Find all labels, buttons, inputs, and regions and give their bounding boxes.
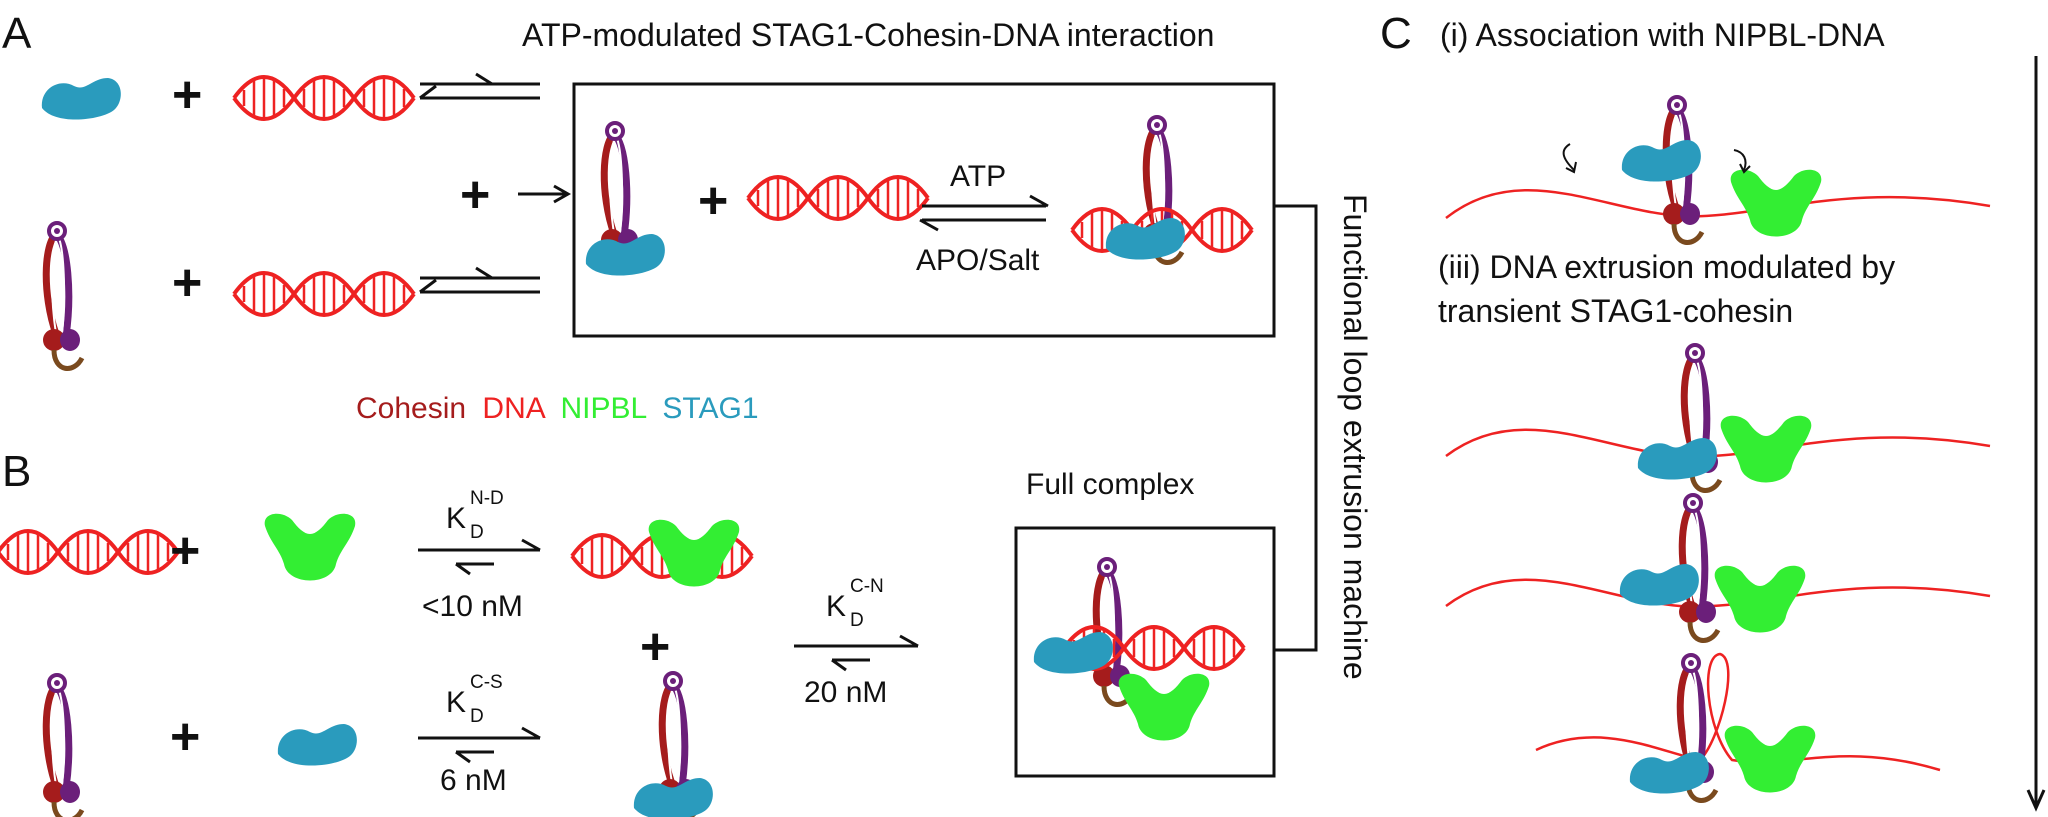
kd-nd-value: <10 nM (422, 590, 523, 623)
plus-sign: + (172, 254, 202, 312)
nipbl-protein (1714, 565, 1806, 633)
plus-sign: + (172, 66, 202, 124)
svg-text:K: K (446, 502, 466, 535)
full-complex-label: Full complex (1026, 468, 1194, 501)
kd-cn-value: 20 nM (804, 676, 887, 709)
step1-label: (i) Association with NIPBL-DNA (1440, 17, 1885, 53)
svg-text:K: K (446, 686, 466, 719)
svg-text:N-D: N-D (470, 488, 504, 509)
curved-arrow (1562, 143, 1751, 174)
legend-stag1: STAG1 (662, 392, 758, 425)
stag1-protein (41, 78, 121, 120)
nipbl-protein (1730, 169, 1822, 237)
equilibrium-arrow (418, 538, 541, 576)
dna-strand (1445, 189, 1991, 219)
legend-nipbl: NIPBL (560, 392, 646, 425)
stag1-protein (1637, 438, 1717, 480)
svg-text:D: D (470, 522, 484, 543)
cohesin-ring (43, 675, 82, 817)
connector-line (1274, 204, 1318, 652)
panel-a-letter: A (2, 9, 32, 58)
panel-c-letter: C (1380, 9, 1412, 58)
dna-helix (232, 75, 416, 121)
dna-strand (1445, 428, 1991, 458)
timeline-arrow (2026, 56, 2046, 812)
svg-text:C-S: C-S (470, 672, 503, 693)
panel-b-letter: B (2, 447, 31, 496)
apo-salt-label: APO/Salt (916, 244, 1040, 277)
dna-strand (1445, 578, 1991, 608)
stag1-protein (277, 724, 357, 766)
equilibrium-arrow (419, 72, 540, 100)
stag1-protein (1629, 752, 1709, 794)
atp-label: ATP (950, 160, 1006, 193)
step3-line2: transient STAG1-cohesin (1438, 293, 1793, 329)
plus-sign: + (698, 172, 728, 230)
svg-text:D: D (470, 706, 484, 727)
dna-helix (232, 271, 416, 317)
plus-sign: + (640, 618, 670, 676)
atp-equilibrium-arrow (919, 194, 1049, 232)
stag1-protein (1105, 218, 1185, 260)
nipbl-protein (1720, 415, 1812, 483)
svg-text:Cohesin DNA NIPBL: Cohesin DNA NIPBL STAG1 (356, 392, 759, 425)
color-legend: Cohesin DNA NIPBL STAG1 (356, 392, 759, 425)
nipbl-protein (1724, 725, 1816, 793)
legend-dna: DNA (482, 392, 545, 425)
full-complex-box (1014, 526, 1276, 778)
kd-cn-label: K C-N D (826, 576, 884, 631)
nipbl-protein (264, 513, 356, 581)
arrow-right (518, 184, 572, 204)
svg-text:C-N: C-N (850, 576, 884, 597)
step3-line1: (iii) DNA extrusion modulated by (1438, 249, 1895, 285)
side-label: Functional loop extrusion machine (1337, 194, 1373, 680)
svg-text:D: D (850, 610, 864, 631)
kd-nd-label: K N-D D (446, 488, 504, 543)
svg-text:K: K (826, 590, 846, 623)
plus-sign: + (460, 166, 490, 224)
plus-sign: + (170, 522, 200, 580)
nipbl-protein (1118, 673, 1210, 741)
equilibrium-arrow (419, 266, 540, 294)
atp-interaction-box (572, 82, 1276, 338)
dna-helix (746, 175, 930, 221)
kd-cs-value: 6 nM (440, 764, 507, 797)
equilibrium-arrow (794, 634, 919, 672)
panel-a-title: ATP-modulated STAG1-Cohesin-DNA interact… (522, 17, 1214, 53)
plus-sign: + (170, 708, 200, 766)
cohesin-ring (43, 223, 82, 368)
equilibrium-arrow (418, 726, 541, 764)
kd-cs-label: K C-S D (446, 672, 503, 727)
legend-cohesin: Cohesin (356, 392, 466, 425)
dna-helix (0, 529, 180, 575)
